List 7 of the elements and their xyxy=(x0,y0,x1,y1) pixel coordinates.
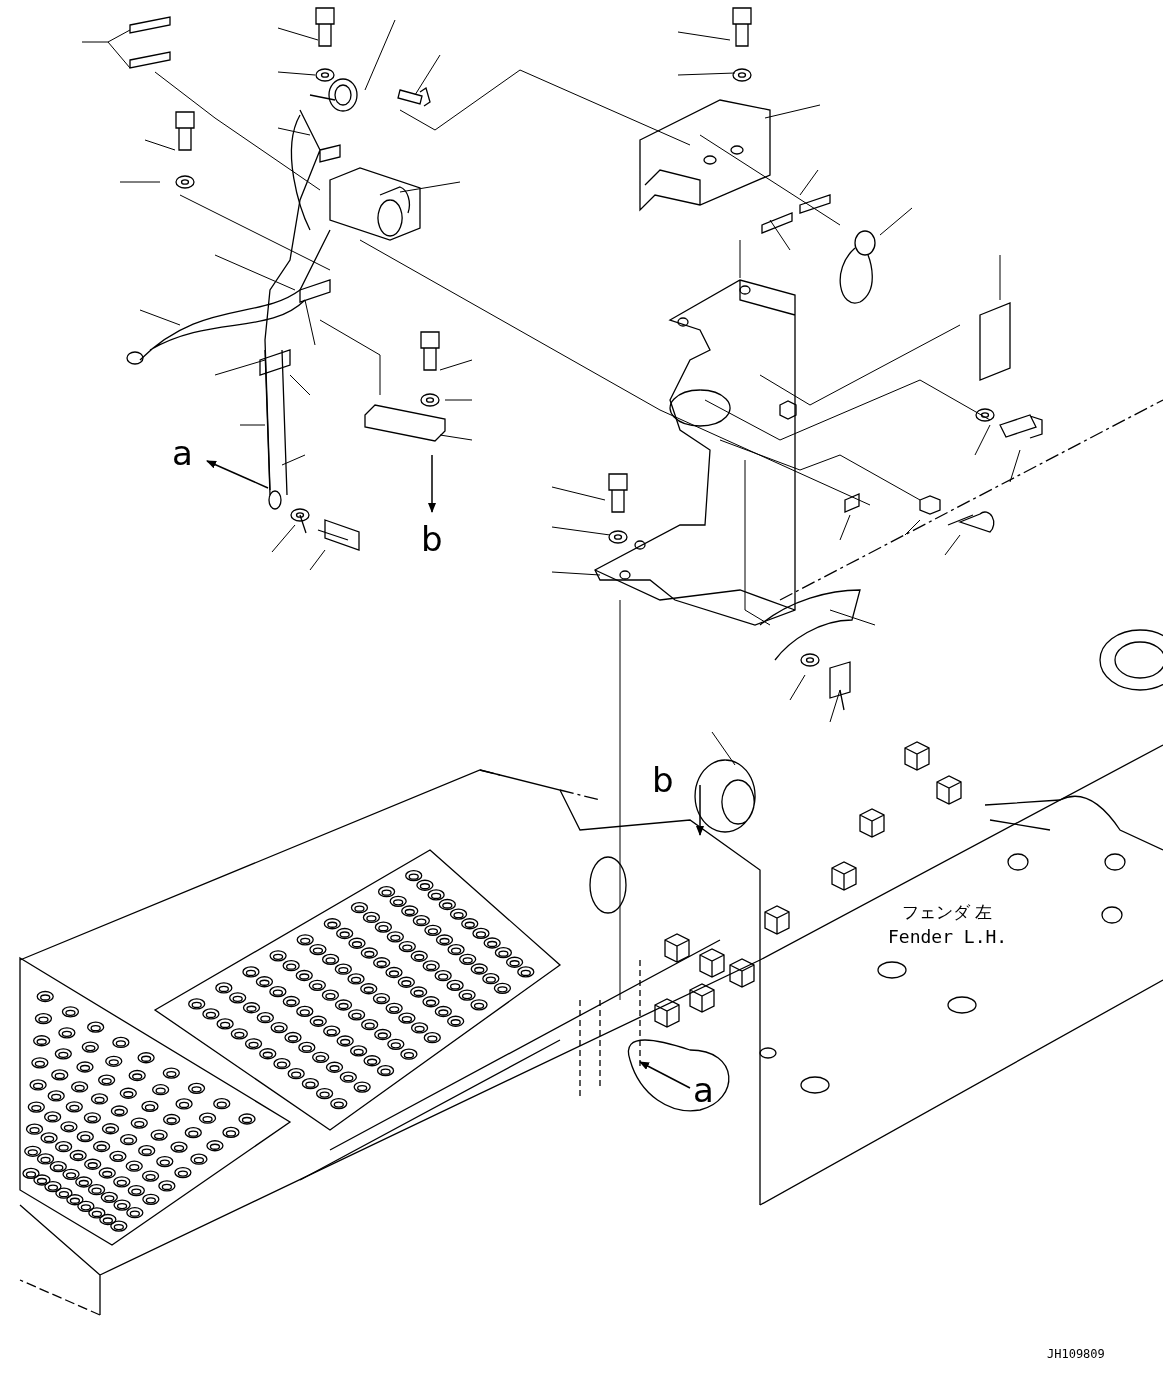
view-letter: a xyxy=(693,1073,714,1107)
part-name: Fender L.H. xyxy=(888,928,1008,946)
drawing-number: JH109809 xyxy=(1047,1348,1105,1360)
view-letter: a xyxy=(172,436,193,470)
view-letter: b xyxy=(652,763,674,797)
part-name: フェンダ 左 xyxy=(902,904,993,921)
view-letter: b xyxy=(421,522,443,556)
